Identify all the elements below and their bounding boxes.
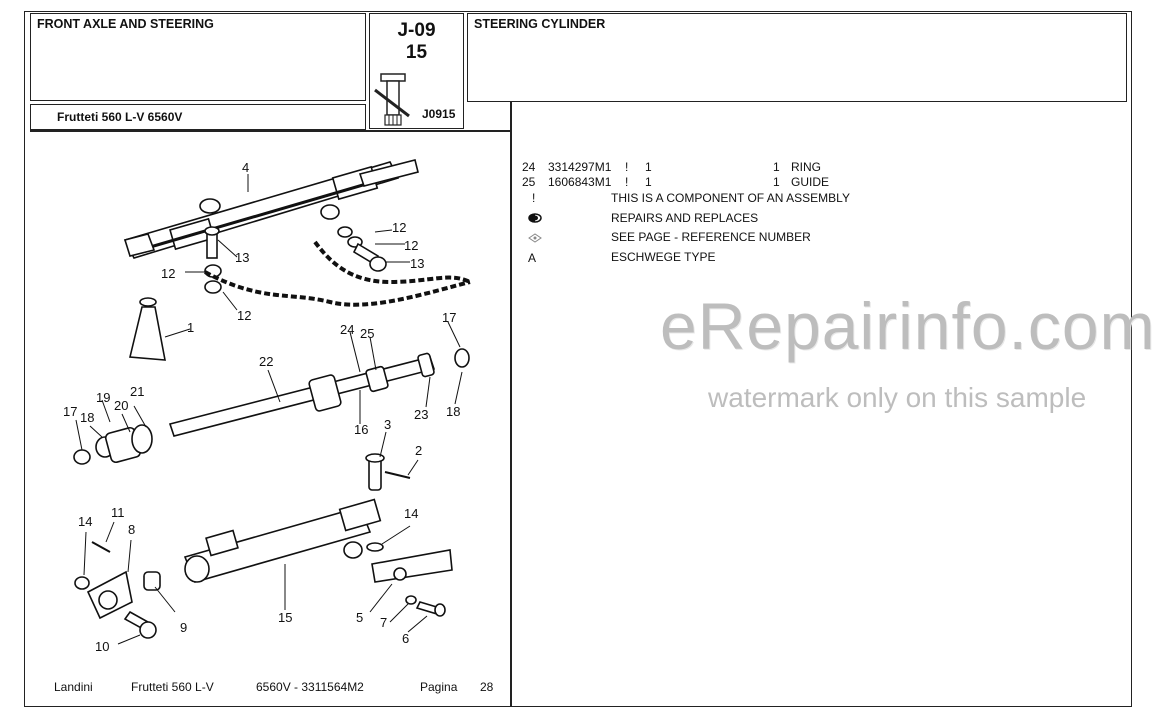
diagram-label: 21: [130, 384, 144, 399]
footer-code: 6560V - 3311564M2: [256, 680, 364, 694]
diagram-label: 4: [242, 160, 249, 175]
legend-text: ESCHWEGE TYPE: [611, 250, 716, 264]
diagram-label: 11: [111, 505, 125, 520]
legend-text: REPAIRS AND REPLACES: [611, 211, 759, 225]
washer-12b: [204, 280, 222, 294]
cylinder-body-15: [183, 498, 382, 583]
watermark-main: eRepairinfo.com: [660, 289, 1156, 363]
part-flag: !: [625, 160, 629, 174]
bolt-6: [415, 601, 446, 617]
diagram-label: 8: [128, 522, 135, 537]
footer-model: Frutteti 560 L-V: [131, 680, 214, 694]
diagram-label: 5: [356, 610, 363, 625]
catalog-page: [24, 11, 1132, 707]
wiper-17-right: [454, 348, 470, 368]
diagram-label: 12: [161, 266, 175, 281]
model-underline: [30, 130, 510, 132]
diagram-label: 25: [360, 326, 374, 341]
diagram-label: 6: [402, 631, 409, 646]
model-label: Frutteti 560 L-V 6560V: [57, 110, 183, 124]
part-flag: !: [625, 175, 629, 189]
part-description: GUIDE: [791, 175, 830, 189]
diagram-label: 17: [442, 310, 456, 325]
figure-code-line2: 15: [405, 42, 428, 63]
group-title: STEERING CYLINDER: [474, 17, 606, 31]
part-number: 1606843M1: [548, 175, 612, 189]
figure-code-line1: J-09: [397, 20, 436, 41]
washer-12c: [337, 226, 353, 238]
part-number: 3314297M1: [548, 160, 612, 174]
diagram-label: 10: [95, 639, 109, 654]
hose: [204, 270, 471, 307]
clip-2: [384, 471, 411, 479]
part-description: RING: [791, 160, 821, 174]
diagram-label: 17: [63, 404, 77, 419]
repairs-replaces-icon: [528, 213, 542, 223]
part-ref: 24: [522, 160, 536, 174]
diagram-label: 23: [414, 407, 428, 422]
cotter-11: [91, 541, 111, 553]
seal-kit-bag: [129, 306, 166, 361]
legend-symbol-assembly: !: [532, 191, 536, 205]
piston-group-left: [73, 424, 153, 465]
diagram-label: 20: [114, 398, 128, 413]
diagram-label: 24: [340, 322, 354, 337]
part-ref: 25: [522, 175, 536, 189]
footer-page-label: Pagina: [420, 680, 458, 694]
diagram-label: 14: [404, 506, 418, 521]
steering-cylinder-assembly-top: [123, 159, 419, 259]
diagram-label: 12: [404, 238, 418, 253]
diagram-label: 13: [235, 250, 249, 265]
diagram-label: 19: [96, 390, 110, 405]
nut-7: [405, 595, 417, 605]
washer-14-right: [366, 542, 384, 552]
footer-brand: Landini: [54, 680, 93, 694]
diagram-label: 13: [410, 256, 424, 271]
diagram-label: 9: [180, 620, 187, 635]
spacer-9: [143, 571, 161, 591]
clevis-5: [371, 549, 453, 583]
diagram-label: 16: [354, 422, 368, 437]
model-box: Frutteti 560 L-V 6560V: [30, 104, 366, 130]
part-qty2: 1: [773, 160, 780, 174]
figure-code: J0915: [422, 107, 456, 121]
section-title: FRONT AXLE AND STEERING: [37, 17, 214, 31]
watermark-sub: watermark only on this sample: [708, 382, 1087, 413]
exploded-parts-diagram: 4 12 12 12 13 13 12 1 24 25 17 22 19 21 …: [63, 159, 471, 654]
legend-text: THIS IS A COMPONENT OF AN ASSEMBLY: [611, 191, 850, 205]
column-divider: [510, 102, 512, 706]
group-title-box: STEERING CYLINDER: [467, 13, 1127, 102]
diagram-label: 2: [415, 443, 422, 458]
legend-text: SEE PAGE - REFERENCE NUMBER: [611, 230, 811, 244]
diagram-label: 15: [278, 610, 292, 625]
diagram-label: 3: [384, 417, 391, 432]
steering-pin-icon: [374, 73, 410, 126]
bolt-13-side: [352, 242, 387, 272]
bolt-13-top: [204, 226, 220, 259]
part-qty: 1: [645, 175, 652, 189]
section-title-box: FRONT AXLE AND STEERING: [30, 13, 366, 101]
part-qty2: 1: [773, 175, 780, 189]
diagram-label: 12: [392, 220, 406, 235]
footer-page-number: 28: [480, 680, 494, 694]
hose: [313, 240, 471, 285]
see-page-icon: [528, 233, 542, 243]
diagram-label: 22: [259, 354, 273, 369]
diagram-label: 18: [446, 404, 460, 419]
diagram-label: 12: [237, 308, 251, 323]
link-8: [86, 570, 133, 620]
part-qty: 1: [645, 160, 652, 174]
figure-code-box: J-09 15 J0915: [369, 13, 464, 129]
diagram-label: 18: [80, 410, 94, 425]
diagram-label: 1: [187, 320, 194, 335]
diagram-label: 7: [380, 615, 387, 630]
washer-14-left: [74, 576, 90, 590]
legend-symbol-eschwege: A: [528, 251, 537, 265]
diagram-label: 14: [78, 514, 92, 529]
pin-10: [123, 610, 157, 639]
piston-rod-22: [168, 352, 436, 437]
